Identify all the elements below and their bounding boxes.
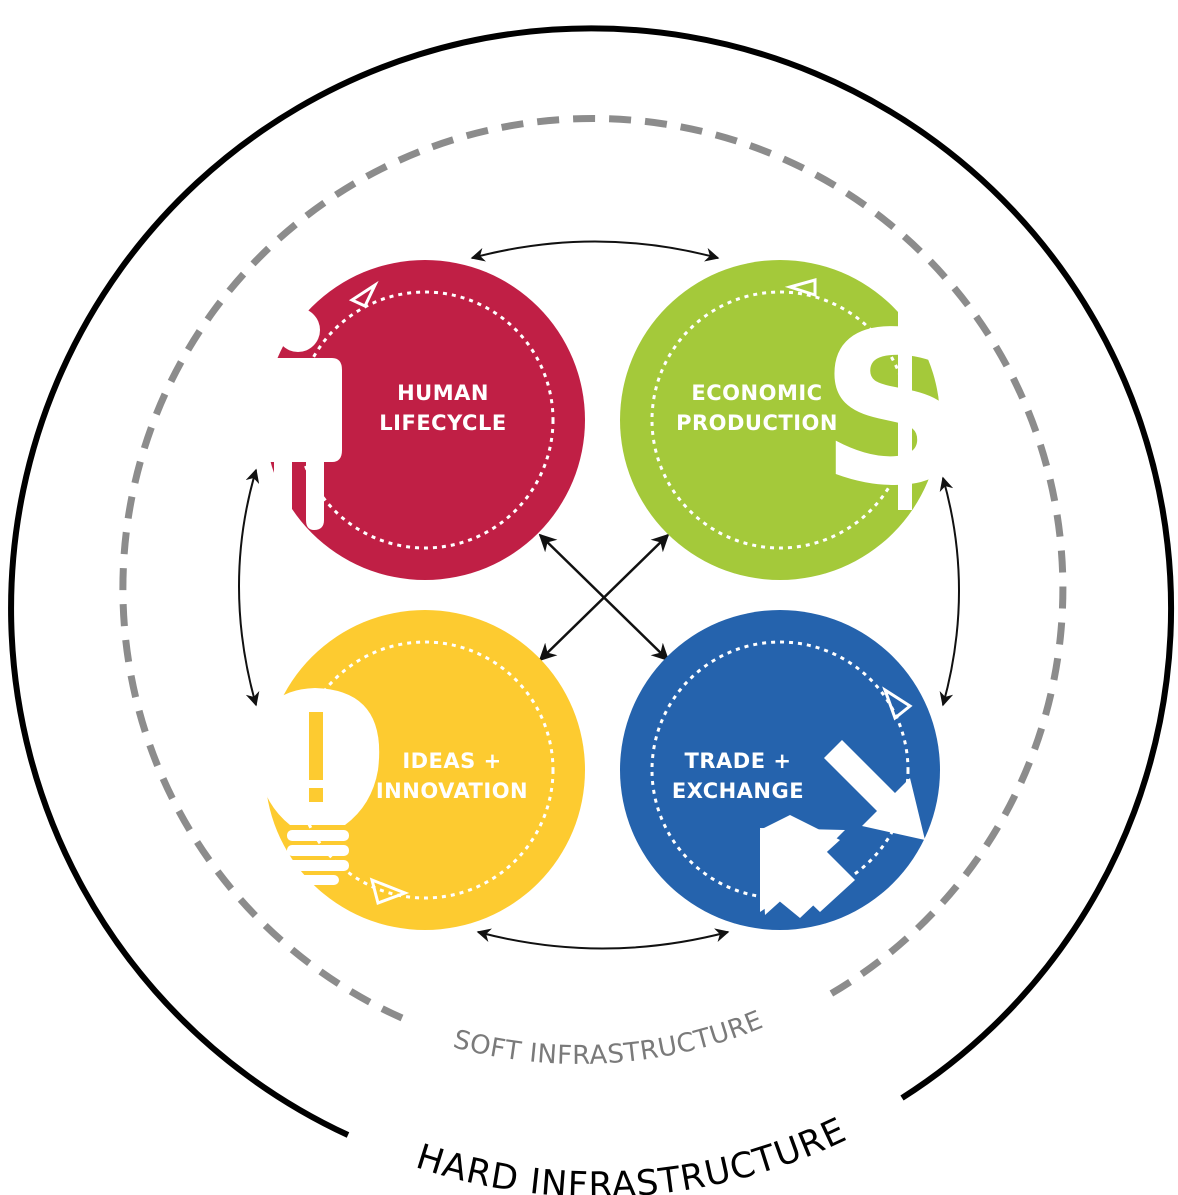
economic-production-circle bbox=[620, 260, 940, 580]
node-trade-exchange: TRADE + EXCHANGE bbox=[620, 610, 940, 930]
trade-label-line2: EXCHANGE bbox=[672, 779, 804, 803]
dollar-icon: S bbox=[819, 287, 970, 532]
trade-label-line1: TRADE + bbox=[685, 749, 792, 773]
node-economic-production: S ECONOMIC PRODUCTION bbox=[620, 260, 971, 580]
soft-infrastructure-ring bbox=[119, 115, 1067, 1022]
economic-cycle-arrowhead bbox=[784, 278, 817, 298]
svg-text:S: S bbox=[819, 287, 970, 532]
ideas-label-line1: IDEAS + bbox=[402, 749, 501, 773]
economic-label-line2: PRODUCTION bbox=[676, 411, 838, 435]
soft-infrastructure-label-path: SOFT INFRASTRUCTURE bbox=[450, 1005, 767, 1071]
exchange-arrows-icon bbox=[760, 740, 925, 918]
human-cycle-arrowhead bbox=[348, 280, 379, 308]
person-icon bbox=[256, 308, 342, 530]
hard-infrastructure-label-path: HARD INFRASTRUCTURE bbox=[412, 1110, 852, 1195]
hard-infrastructure-label: HARD INFRASTRUCTURE bbox=[412, 1110, 853, 1195]
arrow-human-economic bbox=[470, 240, 720, 262]
arrow-human-ideas bbox=[238, 468, 260, 707]
human-lifecycle-circle bbox=[265, 260, 585, 580]
trade-cycle-arrowhead bbox=[882, 686, 913, 721]
node-human-lifecycle: HUMAN LIFECYCLE bbox=[256, 260, 585, 580]
ideas-cycle-arrowhead bbox=[369, 877, 410, 905]
arrow-economic-ideas bbox=[538, 533, 670, 662]
hard-infrastructure-ring bbox=[8, 25, 1175, 1138]
soft-infrastructure-label: SOFT INFRASTRUCTURE bbox=[450, 1005, 767, 1071]
connections bbox=[238, 240, 960, 950]
ideas-label-line2: INNOVATION bbox=[376, 779, 528, 803]
lightbulb-icon bbox=[256, 688, 380, 885]
ideas-cycle-dotted-ring bbox=[295, 640, 555, 900]
economic-label-line1: ECONOMIC bbox=[691, 381, 822, 405]
trade-exchange-circle bbox=[620, 610, 940, 930]
arrow-ideas-trade bbox=[476, 928, 730, 950]
arrow-economic-trade bbox=[939, 476, 960, 707]
human-label-line2: LIFECYCLE bbox=[379, 411, 506, 435]
node-ideas-innovation: IDEAS + INNOVATION bbox=[256, 610, 585, 930]
human-label-line1: HUMAN bbox=[397, 381, 489, 405]
human-cycle-dotted-ring bbox=[295, 290, 555, 550]
